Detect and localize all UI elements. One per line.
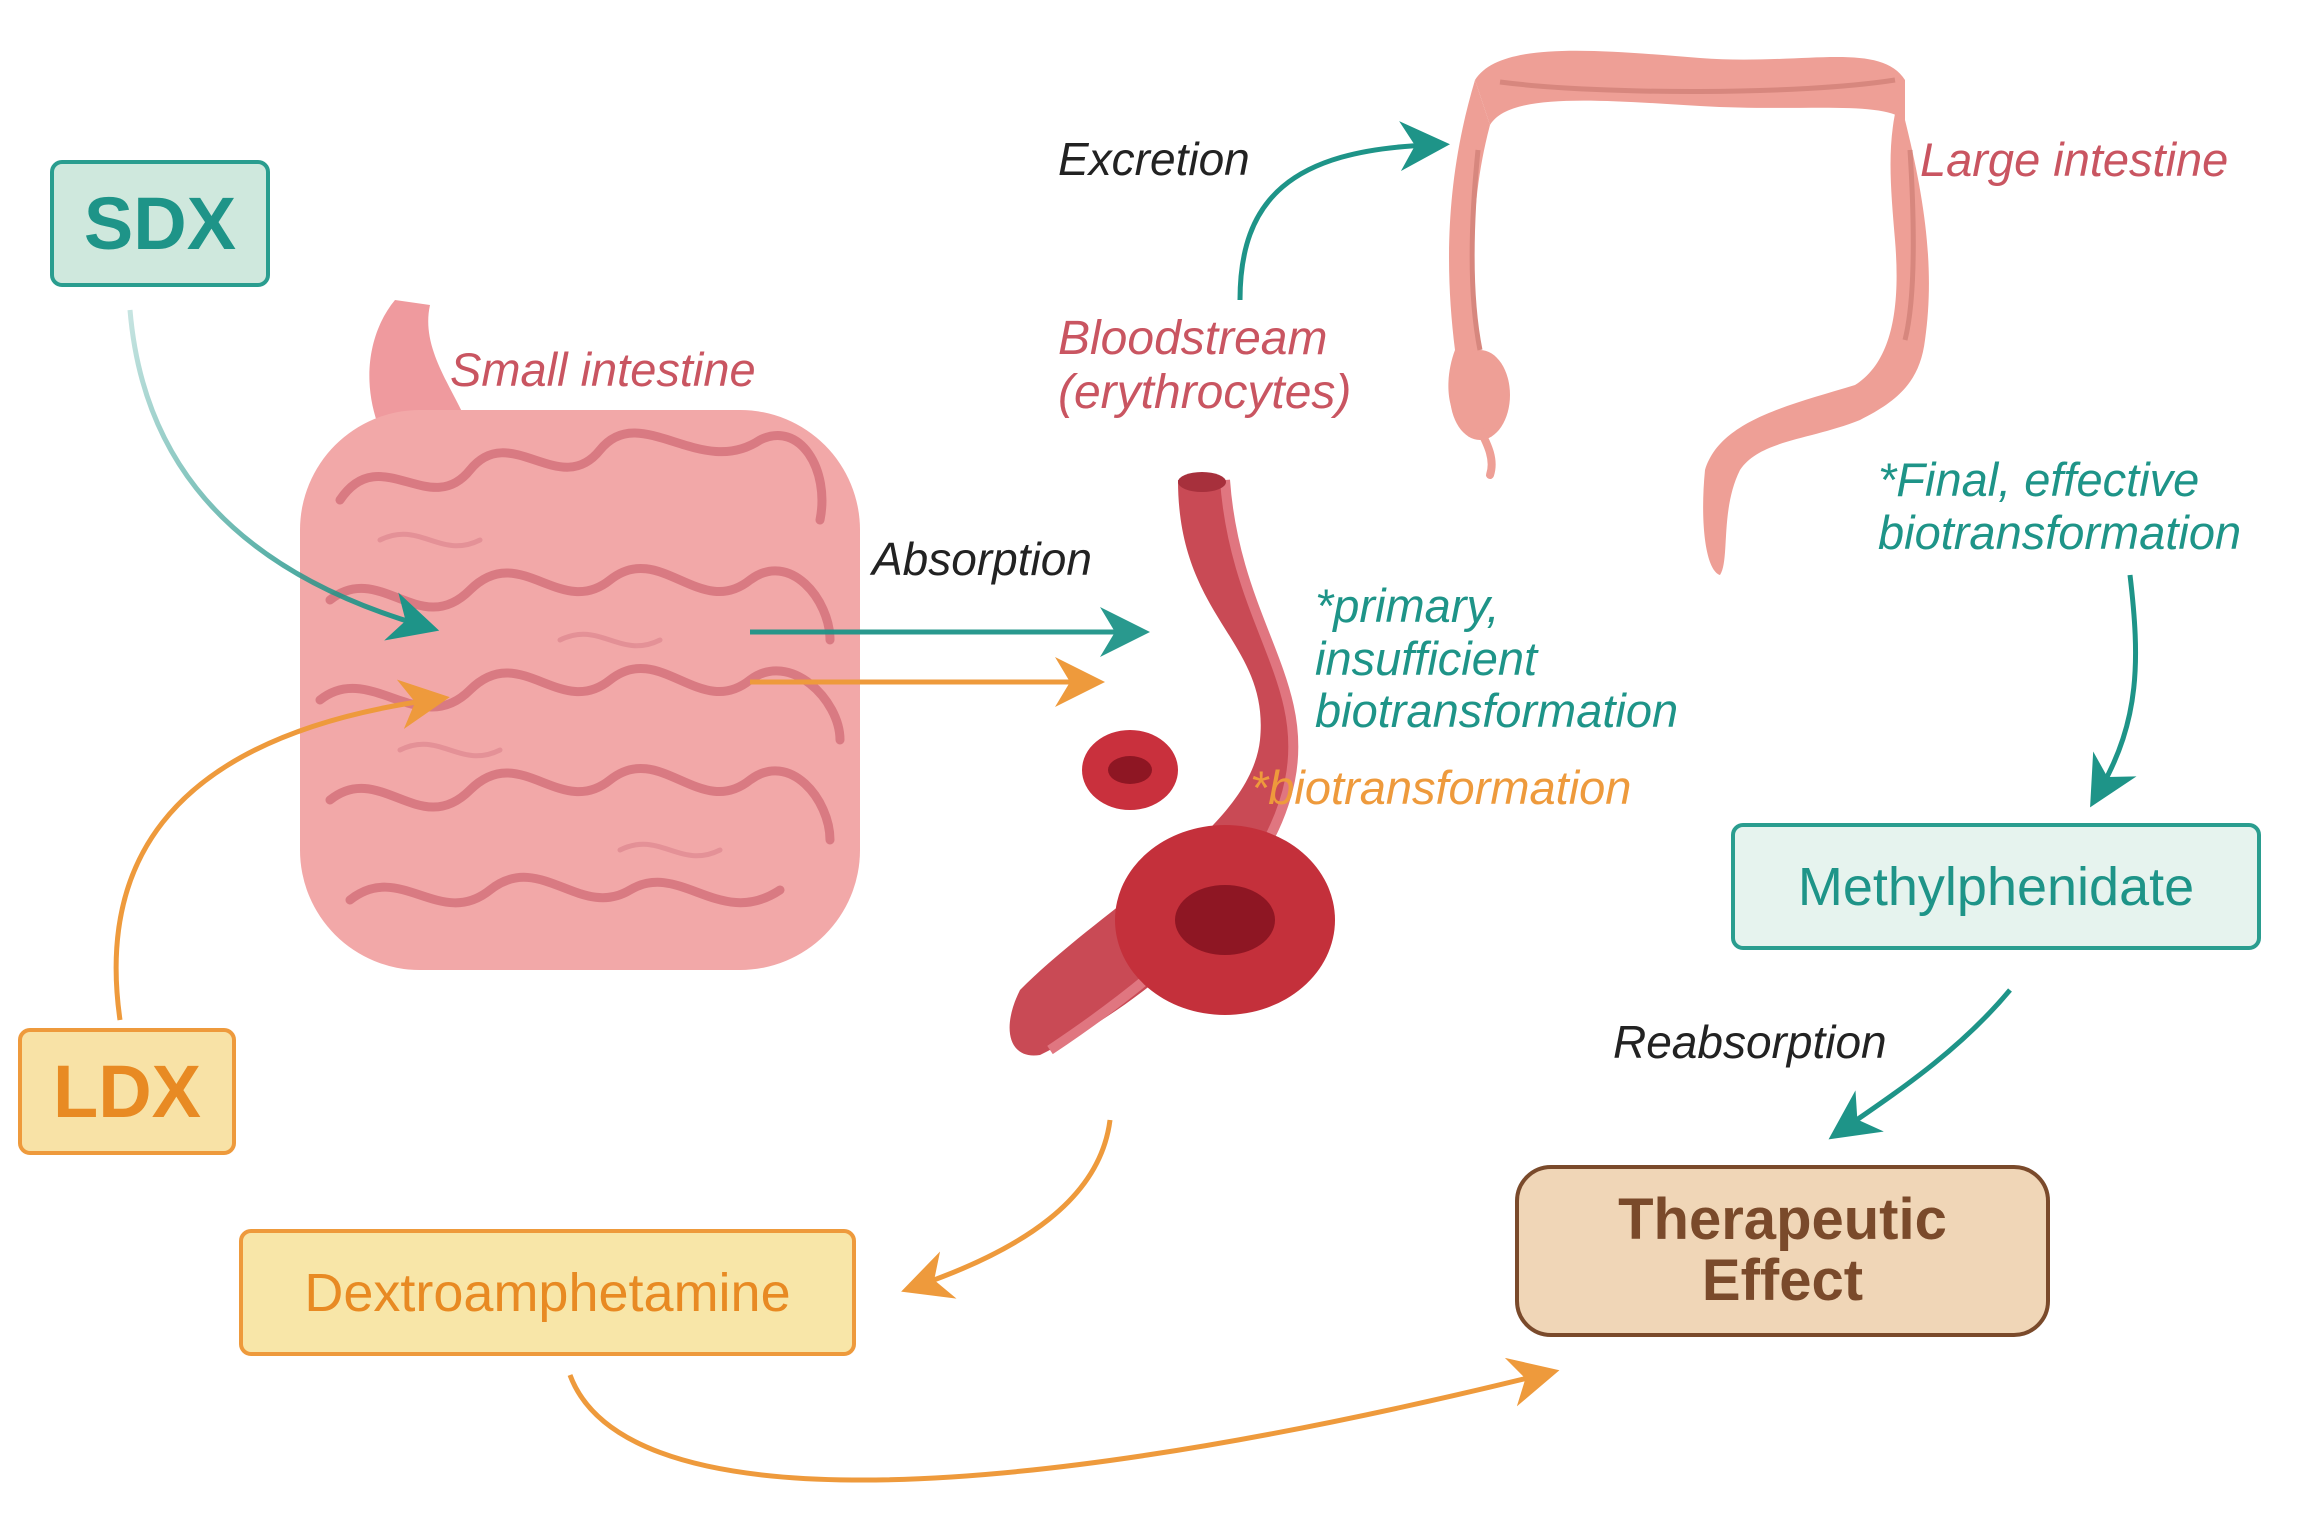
large-intestine-illustration <box>1448 50 1929 575</box>
bloodstream-to-dextroamphetamine-arrow <box>901 1119 1113 1299</box>
final-biotransformation-note: *Final, effective biotransformation <box>1878 453 2242 559</box>
ldx-label: LDX <box>53 1050 201 1133</box>
primary-note-line3: biotransformation <box>1315 684 1679 738</box>
methylphenidate-box: Methylphenidate <box>1731 823 2261 950</box>
final-biotransformation-arrow <box>2090 574 2139 808</box>
excretion-label: Excretion <box>1058 133 1250 185</box>
methylphenidate-label: Methylphenidate <box>1797 856 2195 917</box>
erythrocyte-small <box>1082 730 1178 810</box>
reabsorption-label: Reabsorption <box>1613 1016 1887 1068</box>
bloodstream-label-line1: Bloodstream <box>1058 312 1328 365</box>
therapeutic-effect-box: Therapeutic Effect <box>1515 1165 2050 1337</box>
reabsorption-arrow <box>1828 988 2012 1140</box>
sdx-box: SDX <box>50 160 270 287</box>
final-note-line1: *Final, effective <box>1878 453 2200 506</box>
final-note-line2: biotransformation <box>1878 505 2242 559</box>
primary-note-line2: insufficient <box>1315 631 1538 685</box>
primary-biotransformation-note: *primary, insufficient biotransformation <box>1315 579 1679 738</box>
bloodstream-label: Bloodstream (erythrocytes) <box>1058 312 1351 420</box>
dextroamphetamine-to-effect-arrow <box>567 1357 1560 1483</box>
small-intestine-label: Small intestine <box>450 343 756 396</box>
primary-note-line1: *primary, <box>1315 579 1500 632</box>
excretion-arrow <box>1237 121 1450 301</box>
sdx-label: SDX <box>83 182 237 265</box>
blood-vessel-illustration <box>1009 472 1335 1056</box>
ldx-box: LDX <box>18 1028 236 1155</box>
dextroamphetamine-label: Dextroamphetamine <box>304 1262 791 1323</box>
therapeutic-label-line2: Effect <box>1701 1248 1864 1313</box>
ldx-to-small-intestine-arrow <box>113 679 450 1021</box>
dextroamphetamine-box: Dextroamphetamine <box>239 1229 856 1356</box>
sdx-to-small-intestine-arrow <box>127 309 440 641</box>
large-intestine-label: Large intestine <box>1920 133 2229 186</box>
therapeutic-label-line1: Therapeutic <box>1618 1187 1947 1253</box>
erythrocyte-large <box>1115 825 1335 1015</box>
biotransformation-note: *biotransformation <box>1250 761 1632 814</box>
small-intestine-illustration <box>300 300 860 970</box>
bloodstream-label-line2: (erythrocytes) <box>1058 365 1352 419</box>
absorption-label: Absorption <box>872 533 1092 585</box>
